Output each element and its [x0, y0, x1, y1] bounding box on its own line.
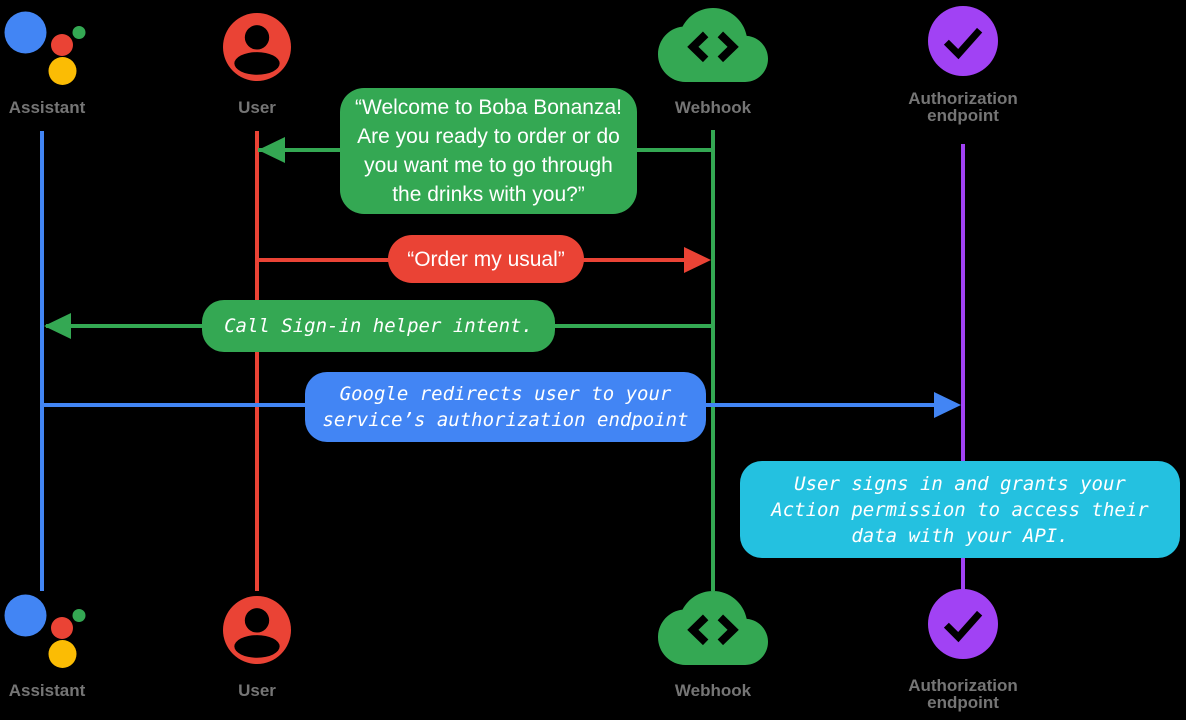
webhook-lifeline	[711, 130, 715, 591]
user-label: User	[238, 98, 276, 117]
message-redirect-bubble: Google redirects user to your service’s …	[305, 372, 706, 442]
auth-label-line1: Authorization	[908, 676, 1018, 695]
assistant-lifeline	[40, 131, 44, 591]
auth-endpoint-label: Authorization endpoint	[883, 677, 1043, 711]
user-lifeline	[255, 131, 259, 591]
auth-label-line2: endpoint	[927, 693, 999, 712]
auth-endpoint-lifeline	[961, 144, 965, 591]
arrowhead-right-at-webhook	[684, 247, 711, 273]
message-line: the drinks with you?”	[392, 183, 585, 206]
assistant-label: Assistant	[8, 98, 86, 117]
message-line: User signs in and grants your	[794, 472, 1126, 495]
arrowhead-left-at-user	[258, 137, 285, 163]
account-circle-icon	[223, 13, 291, 81]
auth-label-line1: Authorization	[908, 89, 1018, 108]
message-line: Action permission to access their	[771, 498, 1149, 521]
message-order-bubble: “Order my usual”	[388, 235, 584, 283]
arrowhead-right-at-auth	[934, 392, 961, 418]
message-line: data with your API.	[851, 524, 1069, 547]
check-circle-icon	[928, 6, 998, 76]
message-line: Google redirects user to your	[339, 383, 672, 405]
cloud-code-icon	[658, 8, 768, 82]
message-signin-helper-bubble: Call Sign-in helper intent.	[202, 300, 555, 352]
google-assistant-icon	[4, 11, 86, 85]
message-line: Call Sign-in helper intent.	[224, 315, 533, 337]
message-line: “Order my usual”	[407, 247, 565, 271]
webhook-label: Webhook	[674, 98, 752, 117]
webhook-label: Webhook	[674, 681, 752, 700]
auth-label-line2: endpoint	[927, 106, 999, 125]
assistant-label: Assistant	[8, 681, 86, 700]
google-assistant-icon	[4, 594, 86, 668]
arrowhead-left-at-assistant	[44, 313, 71, 339]
message-line: Are you ready to order or do	[357, 125, 620, 148]
message-line: “Welcome to Boba Bonanza!	[355, 96, 622, 119]
message-line: service’s authorization endpoint	[322, 409, 689, 431]
note-user-signs-in-bubble: User signs in and grants your Action per…	[740, 461, 1180, 558]
auth-endpoint-label: Authorization endpoint	[883, 90, 1043, 124]
account-circle-icon	[223, 596, 291, 664]
check-circle-icon	[928, 589, 998, 659]
message-welcome-bubble: “Welcome to Boba Bonanza! Are you ready …	[340, 88, 637, 214]
user-label: User	[238, 681, 276, 700]
message-line: you want me to go through	[364, 154, 613, 177]
cloud-code-icon	[658, 591, 768, 665]
